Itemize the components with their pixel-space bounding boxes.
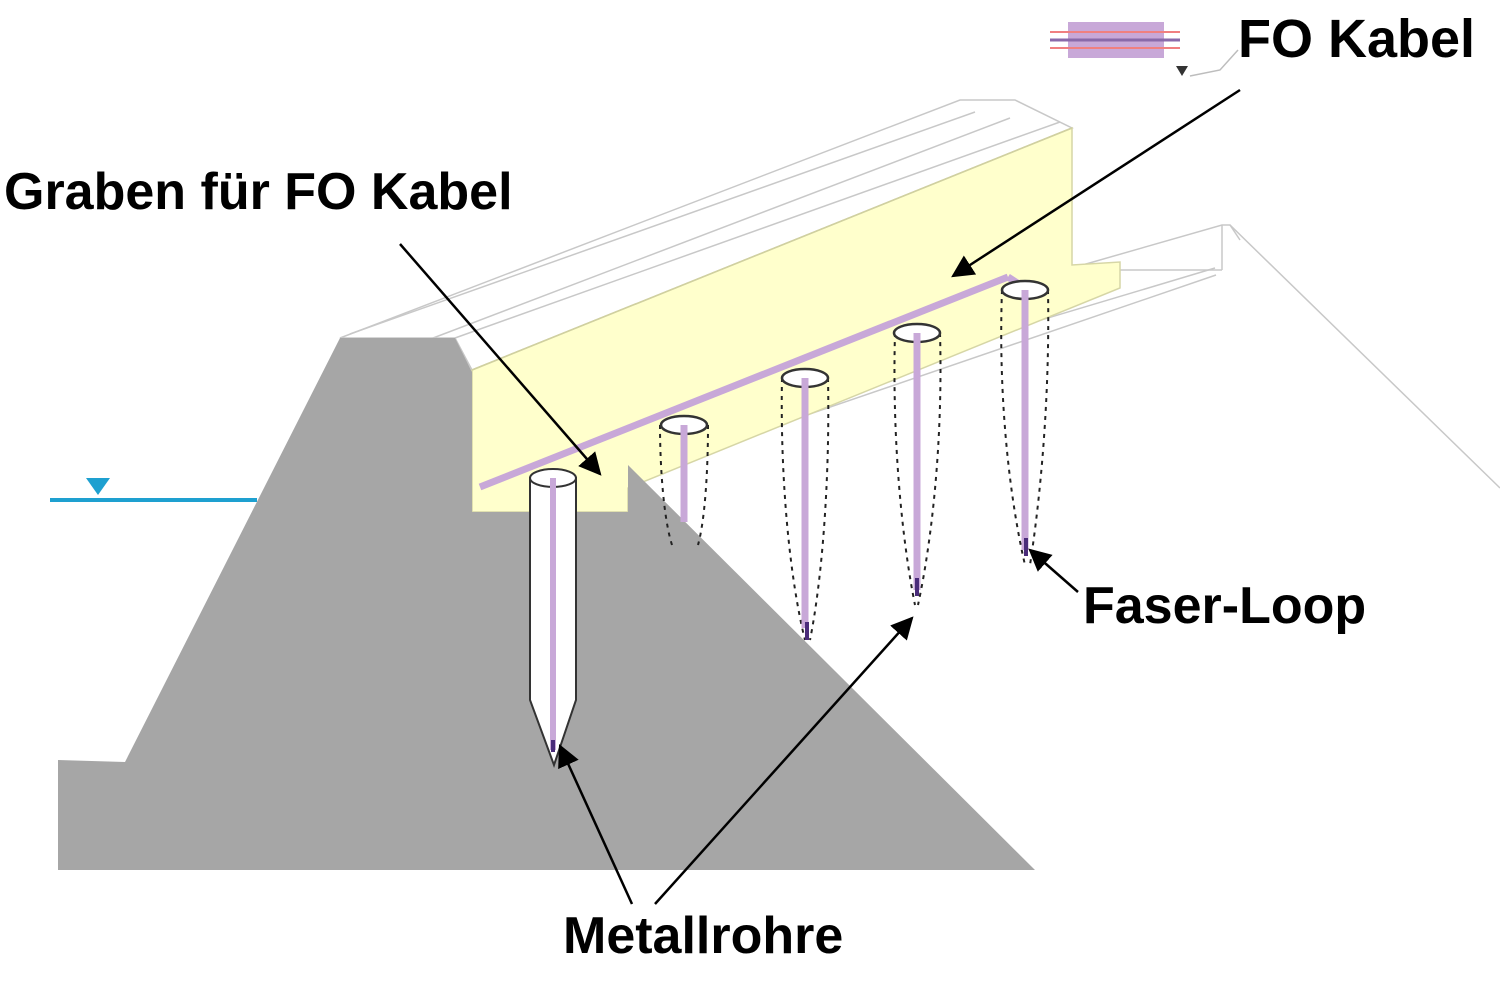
metal-pipes-label: Metallrohre [563,907,844,965]
metal-pipe-4 [1000,279,1050,556]
fo-cable-label: FO Kabel [1238,9,1476,69]
arrow-metal-pipe-b [654,616,914,905]
arrow-metal-pipe-a [558,743,634,905]
triangle-down-icon [86,478,110,495]
metal-pipe-2 [780,367,830,640]
water-level [50,478,257,502]
metal-pipe-1 [659,414,709,522]
arrow-fo-cable [951,88,1241,278]
metal-pipe-3 [892,322,942,596]
arrow-trench [399,243,602,476]
fiber-loop-label: Faser-Loop [1083,577,1367,635]
callout-arrows [399,88,1241,905]
fo-cable-icon [1050,22,1239,77]
trench-label: Graben für FO Kabel [4,163,513,221]
arrow-fiber-loop [1028,548,1079,593]
metal-pipe-front [529,468,577,768]
fiber-loop-guides [659,289,1050,641]
